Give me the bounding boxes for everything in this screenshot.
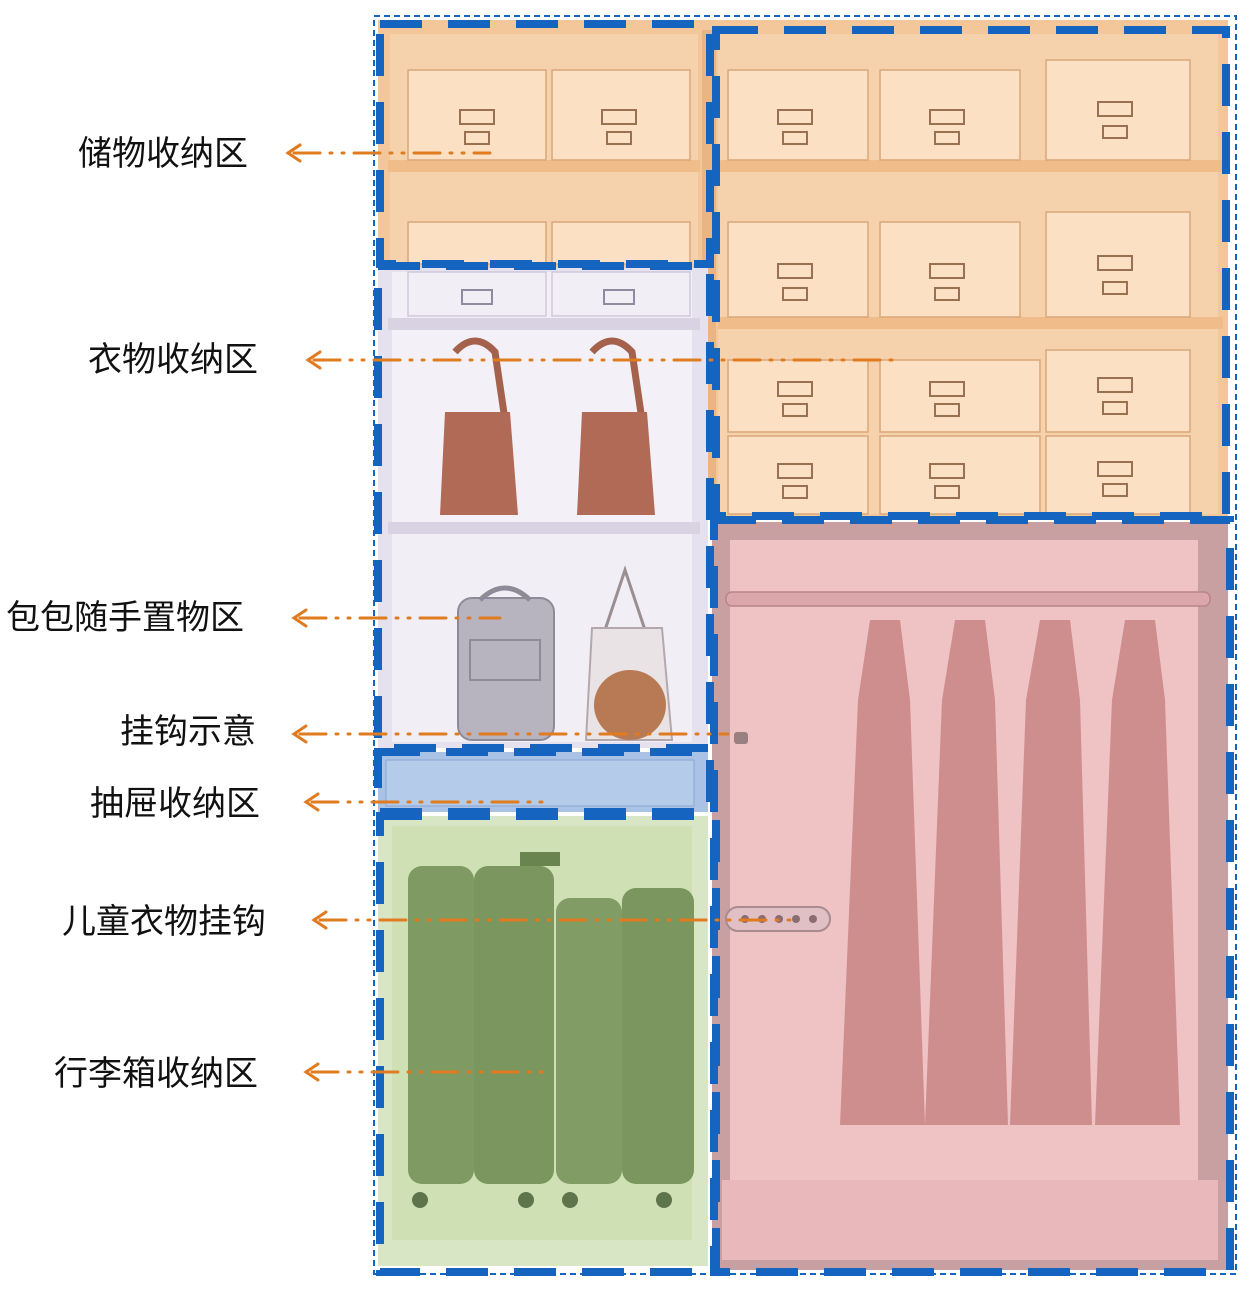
wall-hook [734,732,748,744]
backpack [457,585,555,741]
hanging-garment [1010,620,1092,1125]
clothes-zone [378,268,708,748]
hanging-frame [710,516,1234,1276]
handbag [440,337,518,515]
tote-bag [584,565,674,741]
hanging-garment [840,620,925,1125]
arrow-kids-hook [311,910,792,930]
storage-frame-left [376,20,714,268]
label-storage-zone: 储物收纳区 [78,134,248,174]
label-kids-hook: 儿童衣物挂钩 [62,902,266,942]
arrow-luggage [303,1062,552,1082]
label-hook: 挂钩示意 [120,712,256,752]
storage-box-grid [727,59,1191,515]
label-clothes-zone: 衣物收纳区 [88,340,258,380]
storage-zone [378,20,1228,520]
arrow-hook [291,724,730,744]
label-luggage-zone: 行李箱收纳区 [54,1054,258,1094]
suitcase [408,852,560,1208]
label-bags-zone: 包包随手置物区 [6,598,244,638]
luggage-zone [378,816,708,1266]
storage-box [551,69,691,161]
storage-frame-right [712,26,1230,520]
handbag [577,337,655,515]
arrow-clothes [305,350,902,370]
suitcase [556,888,694,1208]
hanging-garment [1095,620,1180,1125]
arrow-bags [291,608,502,628]
arrow-drawer [303,792,547,812]
callout-arrows [285,143,902,1082]
hanging-garment [925,620,1008,1125]
arrow-storage [285,143,492,163]
label-drawer-zone: 抽屉收纳区 [90,784,260,824]
hanging-zone [712,522,1228,1270]
storage-box [407,69,547,161]
zone-frames [373,15,1237,1276]
